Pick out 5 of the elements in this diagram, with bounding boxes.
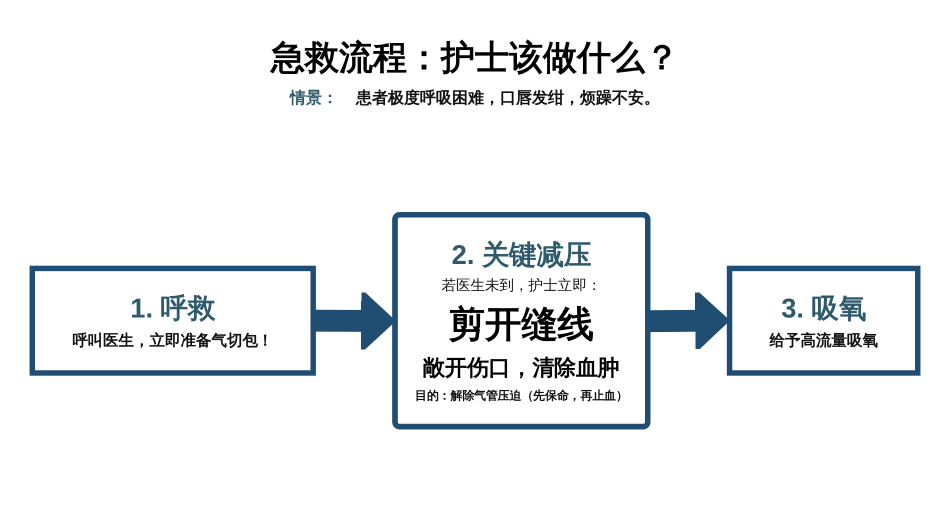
- node-box: 3. 吸氧 给予高流量吸氧: [726, 265, 920, 376]
- scenario-label: 情景：: [290, 88, 338, 109]
- node-box: 1. 呼救 呼叫医生，立即准备气切包！: [30, 265, 316, 376]
- title: 急救流程：护士该做什么？: [271, 38, 679, 79]
- scenario-text: 患者极度呼吸困难，口唇发绀，烦躁不安。: [356, 88, 660, 109]
